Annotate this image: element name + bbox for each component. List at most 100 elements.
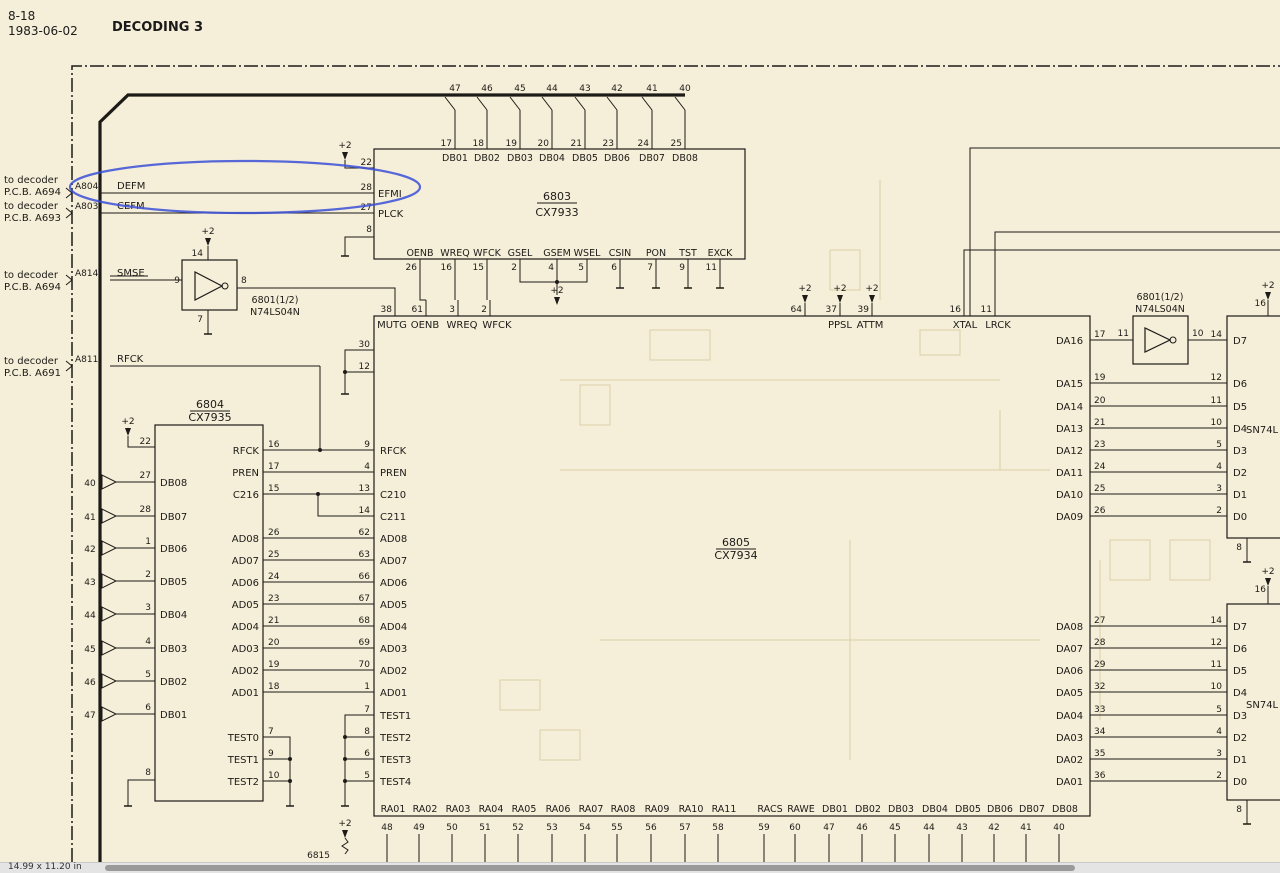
pin-name: D3 bbox=[1233, 711, 1247, 722]
pin-number: 26 bbox=[406, 263, 418, 273]
page-date: 1983-06-02 bbox=[8, 24, 78, 38]
pin-number: 46 bbox=[856, 823, 868, 833]
pin-number: 17 bbox=[441, 139, 452, 149]
pin-name: TEST1 bbox=[227, 755, 259, 766]
pin-name: DB02 bbox=[474, 153, 500, 164]
pin-name: RA10 bbox=[679, 804, 704, 815]
pin-name: DB04 bbox=[539, 153, 565, 164]
pin-number: 4 bbox=[364, 462, 370, 472]
pin-name: DB02 bbox=[855, 804, 881, 815]
pin-number: 4 bbox=[1216, 727, 1222, 737]
bus-tap bbox=[101, 640, 118, 656]
pin-name: C216 bbox=[233, 490, 259, 501]
junction-dot bbox=[555, 280, 559, 284]
pin-name: RA05 bbox=[512, 804, 537, 815]
pin-number: 8 bbox=[1236, 543, 1242, 553]
ic-6805-body bbox=[373, 315, 1091, 817]
power-arrow bbox=[125, 428, 131, 436]
pin-number: 24 bbox=[268, 572, 280, 582]
pin-number: 2 bbox=[511, 263, 517, 273]
pin-number: 9 bbox=[679, 263, 685, 273]
pin-name: DB03 bbox=[507, 153, 533, 164]
pin-number: 22 bbox=[140, 437, 151, 447]
pin-name: D6 bbox=[1233, 379, 1247, 390]
pin-name: PREN bbox=[232, 468, 259, 479]
pin-number: 3 bbox=[145, 603, 151, 613]
offsheet-signal: DEFM bbox=[117, 181, 145, 192]
pin-name: WSEL bbox=[574, 248, 601, 259]
pin-number: 23 bbox=[268, 594, 279, 604]
pin-number: 17 bbox=[268, 462, 279, 472]
bus-entry bbox=[509, 96, 521, 111]
power-arrow bbox=[205, 238, 211, 246]
pin-name: DB03 bbox=[160, 644, 187, 655]
pin-name: DB07 bbox=[1019, 804, 1045, 815]
pin-name: RA09 bbox=[645, 804, 670, 815]
pin-name: DB03 bbox=[888, 804, 914, 815]
junction-dot bbox=[343, 779, 347, 783]
buffer-right-body bbox=[1132, 315, 1189, 365]
power-label: +2 bbox=[201, 227, 214, 237]
wire bbox=[344, 349, 374, 388]
pin-number: 58 bbox=[712, 823, 724, 833]
pin-number: 50 bbox=[446, 823, 458, 833]
pin-number: 11 bbox=[1211, 660, 1222, 670]
pin-name: TEST1 bbox=[379, 711, 411, 722]
pin-name: DB01 bbox=[160, 710, 187, 721]
pin-number: 15 bbox=[268, 484, 279, 494]
pin-number: 40 bbox=[1053, 823, 1065, 833]
offsheet-pcb: P.C.B. A693 bbox=[4, 213, 61, 224]
pin-number: 34 bbox=[1094, 727, 1106, 737]
pin-number: 4 bbox=[548, 263, 554, 273]
background-component bbox=[1109, 539, 1151, 581]
pin-number: 24 bbox=[638, 139, 650, 149]
pin-number: 26 bbox=[268, 528, 280, 538]
horizontal-scrollbar[interactable] bbox=[105, 865, 1075, 871]
pin-name: AD03 bbox=[232, 644, 259, 655]
pin-number: 28 bbox=[140, 505, 152, 515]
ic-6803-body bbox=[373, 148, 746, 260]
offsheet-connector bbox=[65, 360, 73, 372]
pin-number: 32 bbox=[1094, 682, 1105, 692]
pin-name: RA01 bbox=[381, 804, 406, 815]
pin-name: RFCK bbox=[233, 446, 260, 457]
pin-number: 18 bbox=[473, 139, 485, 149]
pin-number: 18 bbox=[268, 682, 280, 692]
pin-name: AD08 bbox=[380, 534, 407, 545]
pin-name: D4 bbox=[1233, 424, 1247, 435]
pin-name: DB05 bbox=[572, 153, 598, 164]
pin-name: D3 bbox=[1233, 446, 1247, 457]
pin-number: 8 bbox=[145, 768, 151, 778]
junction-dot bbox=[316, 492, 320, 496]
wire bbox=[127, 779, 155, 800]
power-label: +2 bbox=[865, 284, 878, 294]
pin-number: 6 bbox=[611, 263, 617, 273]
offsheet-ref: A804 bbox=[75, 182, 99, 192]
pin-number: 6 bbox=[145, 703, 151, 713]
pin-name: WREQ bbox=[446, 320, 477, 331]
pin-name: GSEL bbox=[508, 248, 533, 259]
pin-name: RACS bbox=[757, 804, 782, 815]
pin-number: 9 bbox=[174, 276, 180, 286]
bus-number: 40 bbox=[84, 479, 96, 489]
pin-name: WREQ bbox=[440, 248, 469, 259]
wire bbox=[344, 714, 374, 800]
bus-number: 47 bbox=[449, 84, 460, 94]
pin-number: 60 bbox=[789, 823, 801, 833]
pin-number: 30 bbox=[359, 340, 371, 350]
pin-name: DB05 bbox=[160, 577, 187, 588]
pin-number: 10 bbox=[1192, 329, 1204, 339]
pin-number: 49 bbox=[413, 823, 425, 833]
ic-6805-part: CX7934 bbox=[714, 549, 757, 562]
pin-name: AD04 bbox=[380, 622, 407, 633]
pin-number: 15 bbox=[473, 263, 484, 273]
pin-number: 25 bbox=[268, 550, 279, 560]
pin-name: TEST2 bbox=[379, 733, 411, 744]
wire bbox=[963, 249, 1280, 316]
pin-number: 7 bbox=[647, 263, 653, 273]
bus-number: 44 bbox=[546, 84, 558, 94]
pin-number: 44 bbox=[923, 823, 935, 833]
pin-number: 1 bbox=[145, 537, 151, 547]
